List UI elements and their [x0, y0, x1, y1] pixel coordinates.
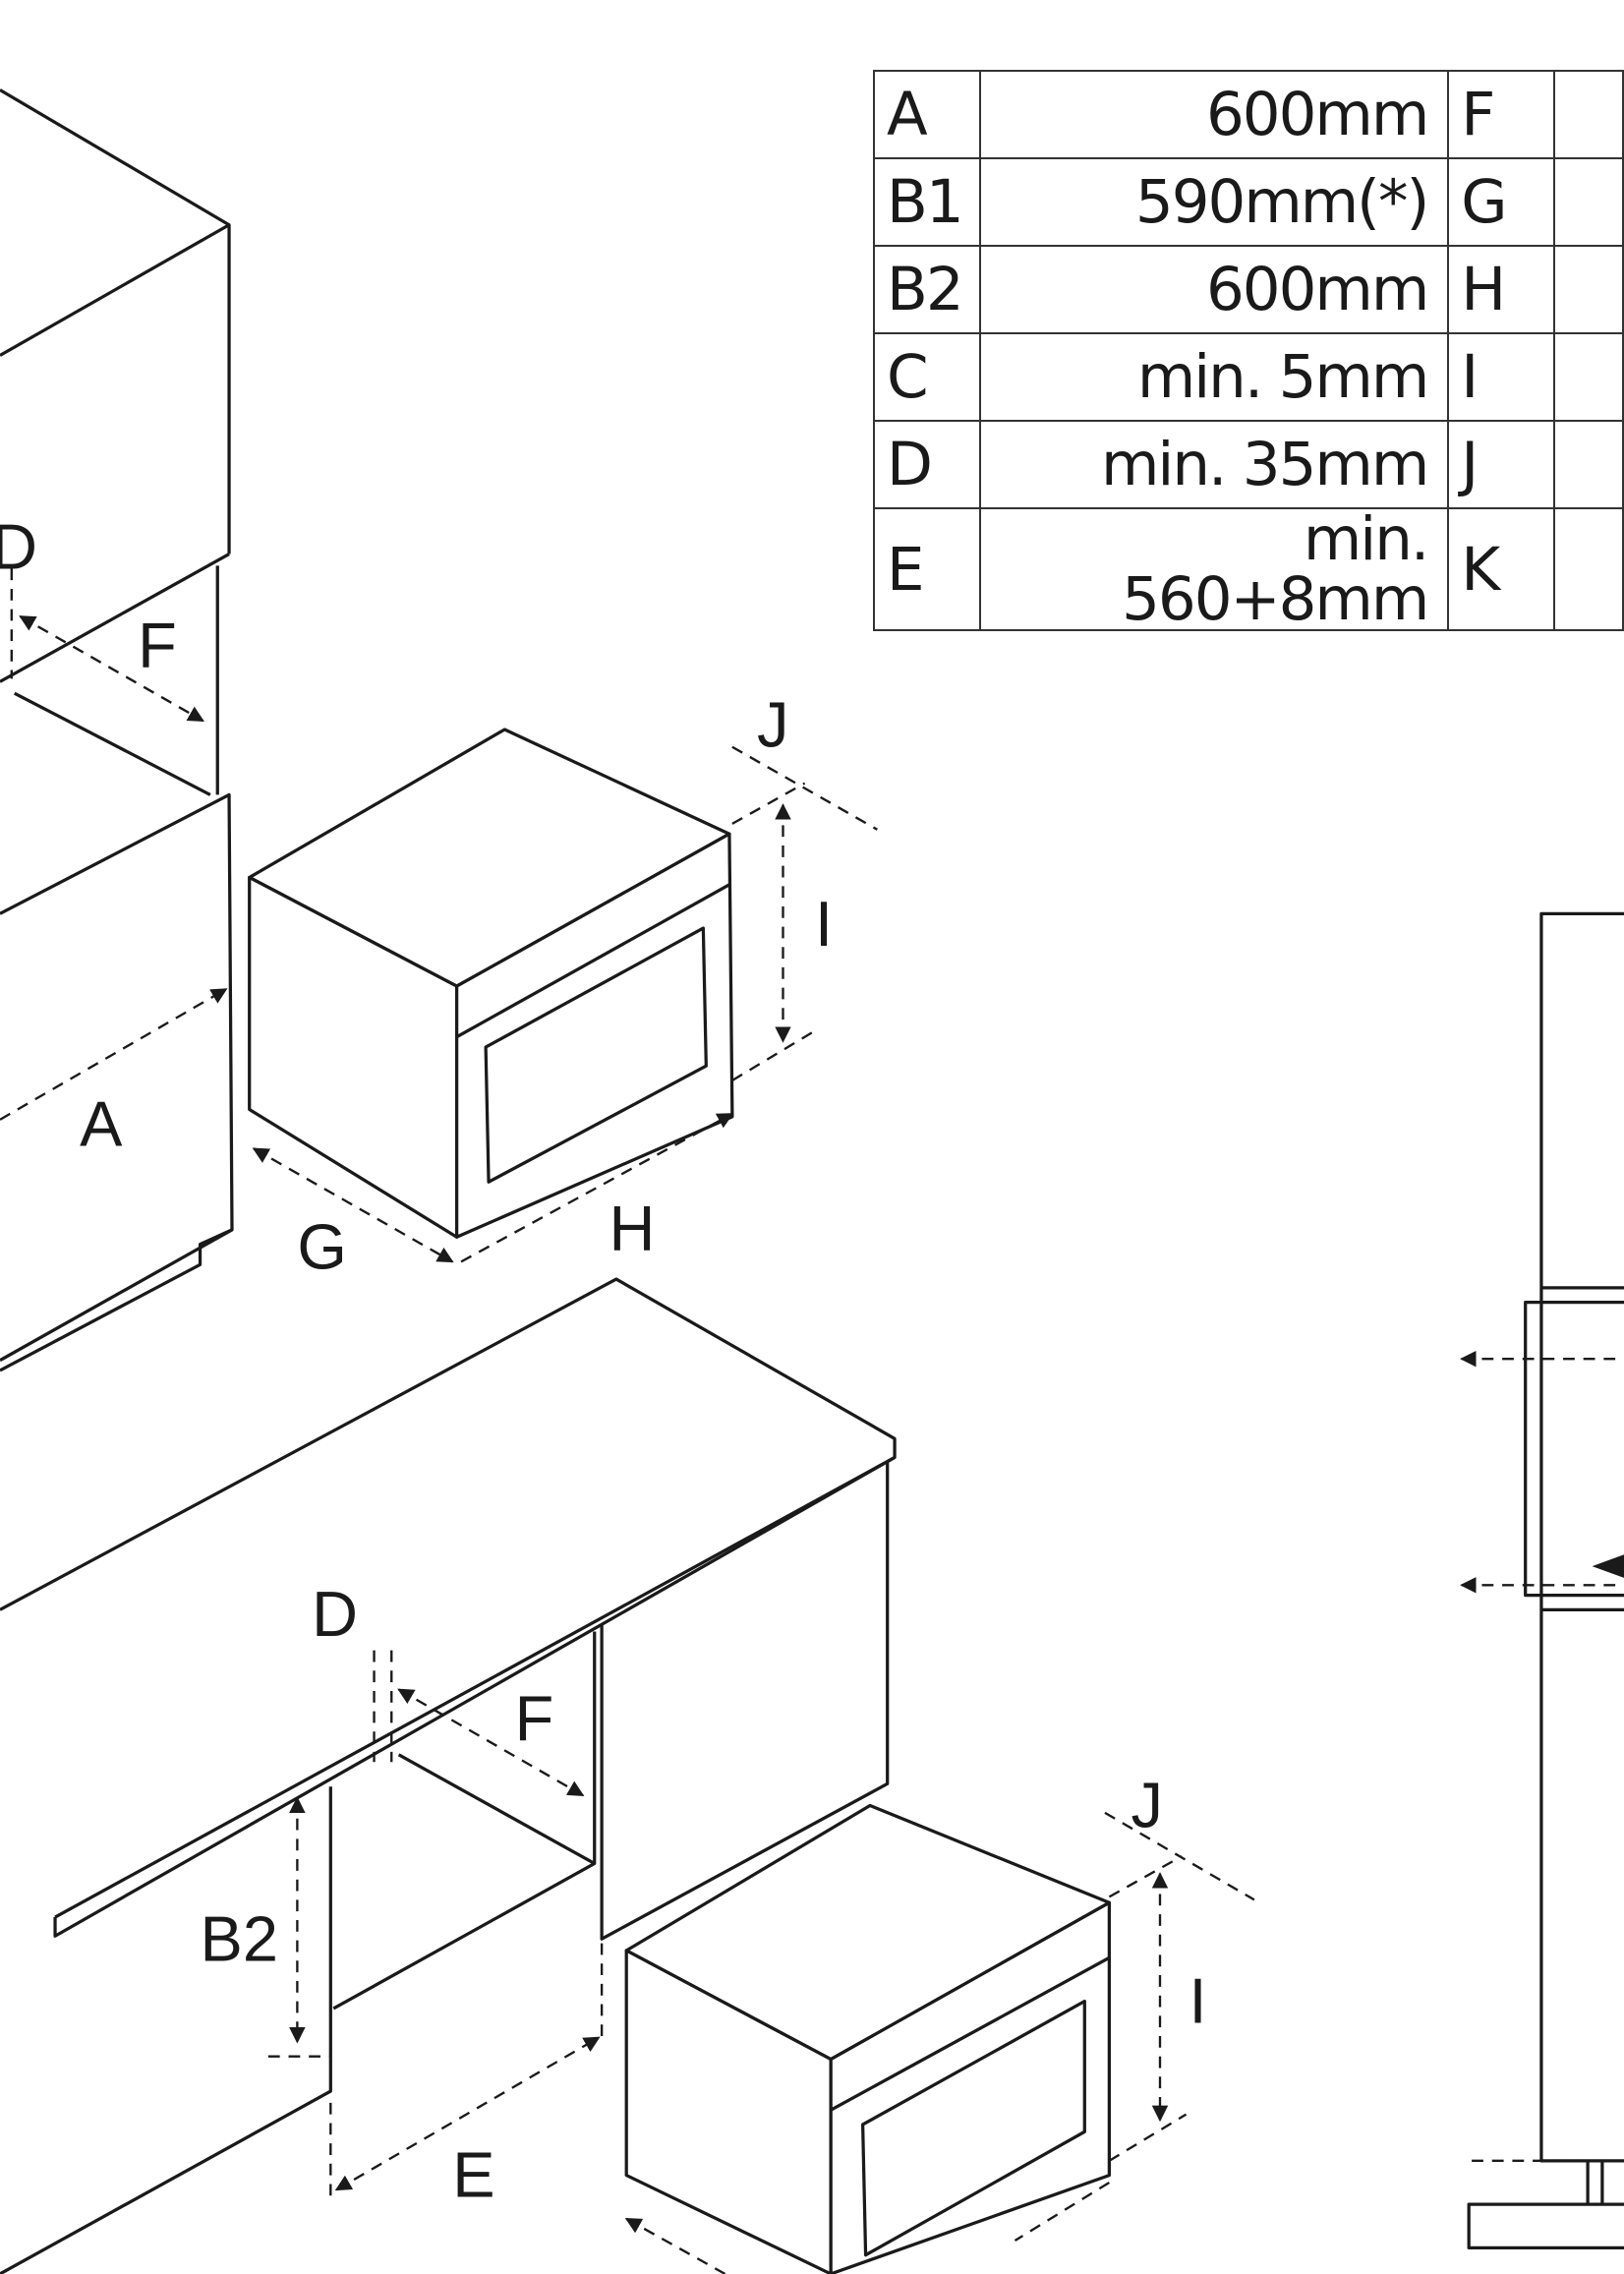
tall-cabinet: D F A	[0, 88, 234, 1372]
dim-key: D	[872, 420, 982, 509]
oven-lower: J I	[624, 1770, 1255, 2274]
table-row: C min. 5mm I	[872, 332, 1624, 422]
label-upper-a: A	[80, 1087, 123, 1159]
dim-value: min. 35mm	[979, 420, 1450, 509]
dim-key: B1	[872, 157, 982, 247]
base-cabinet: D F B2 E	[0, 1277, 897, 2274]
label-lower-b2: B2	[201, 1902, 278, 1974]
side-elevation	[1460, 911, 1624, 2249]
dim-key: A	[872, 70, 982, 159]
dim-value: min. 560+8mm	[979, 507, 1450, 631]
dim-key: I	[1447, 332, 1555, 422]
dim-key: C	[872, 332, 982, 422]
dim-value: 600mm	[979, 70, 1450, 159]
dim-key: H	[1447, 245, 1555, 334]
dim-key: K	[1447, 507, 1555, 631]
table-row: B1 590mm(*) G	[872, 157, 1624, 247]
table-row: A 600mm F	[872, 70, 1624, 159]
dim-key: B2	[872, 245, 982, 334]
label-oven1-g: G	[297, 1211, 346, 1283]
dim-key: G	[1447, 157, 1555, 247]
label-upper-f: F	[138, 610, 177, 681]
label-oven1-h: H	[609, 1193, 656, 1264]
label-oven2-j: J	[1131, 1770, 1163, 1841]
table-row: D min. 35mm J	[872, 420, 1624, 509]
dim-key: F	[1447, 70, 1555, 159]
label-lower-d: D	[312, 1578, 358, 1650]
dim-value-cropped	[1553, 157, 1624, 247]
label-lower-f: F	[515, 1682, 554, 1754]
dimension-table: A 600mm F B1 590mm(*) G B2 600mm H C min…	[872, 70, 1624, 631]
oven-upper: J I G H	[248, 689, 878, 1283]
label-oven1-i: I	[815, 888, 833, 960]
dim-value-cropped	[1553, 70, 1624, 159]
dim-value-cropped	[1553, 245, 1624, 334]
table-row: E min. 560+8mm K	[872, 507, 1624, 631]
dim-value: 600mm	[979, 245, 1450, 334]
table-row: B2 600mm H	[872, 245, 1624, 334]
label-lower-e: E	[452, 2139, 494, 2211]
label-oven1-j: J	[757, 689, 788, 761]
dim-value: min. 5mm	[979, 332, 1450, 422]
dim-value-cropped	[1553, 420, 1624, 509]
label-oven2-i: I	[1189, 1965, 1207, 2037]
label-upper-d: D	[0, 510, 37, 582]
dim-value: 590mm(*)	[979, 157, 1450, 247]
dim-key: E	[872, 507, 982, 631]
dim-value-cropped	[1553, 507, 1624, 631]
dim-value-cropped	[1553, 332, 1624, 422]
dim-key: J	[1447, 420, 1555, 509]
